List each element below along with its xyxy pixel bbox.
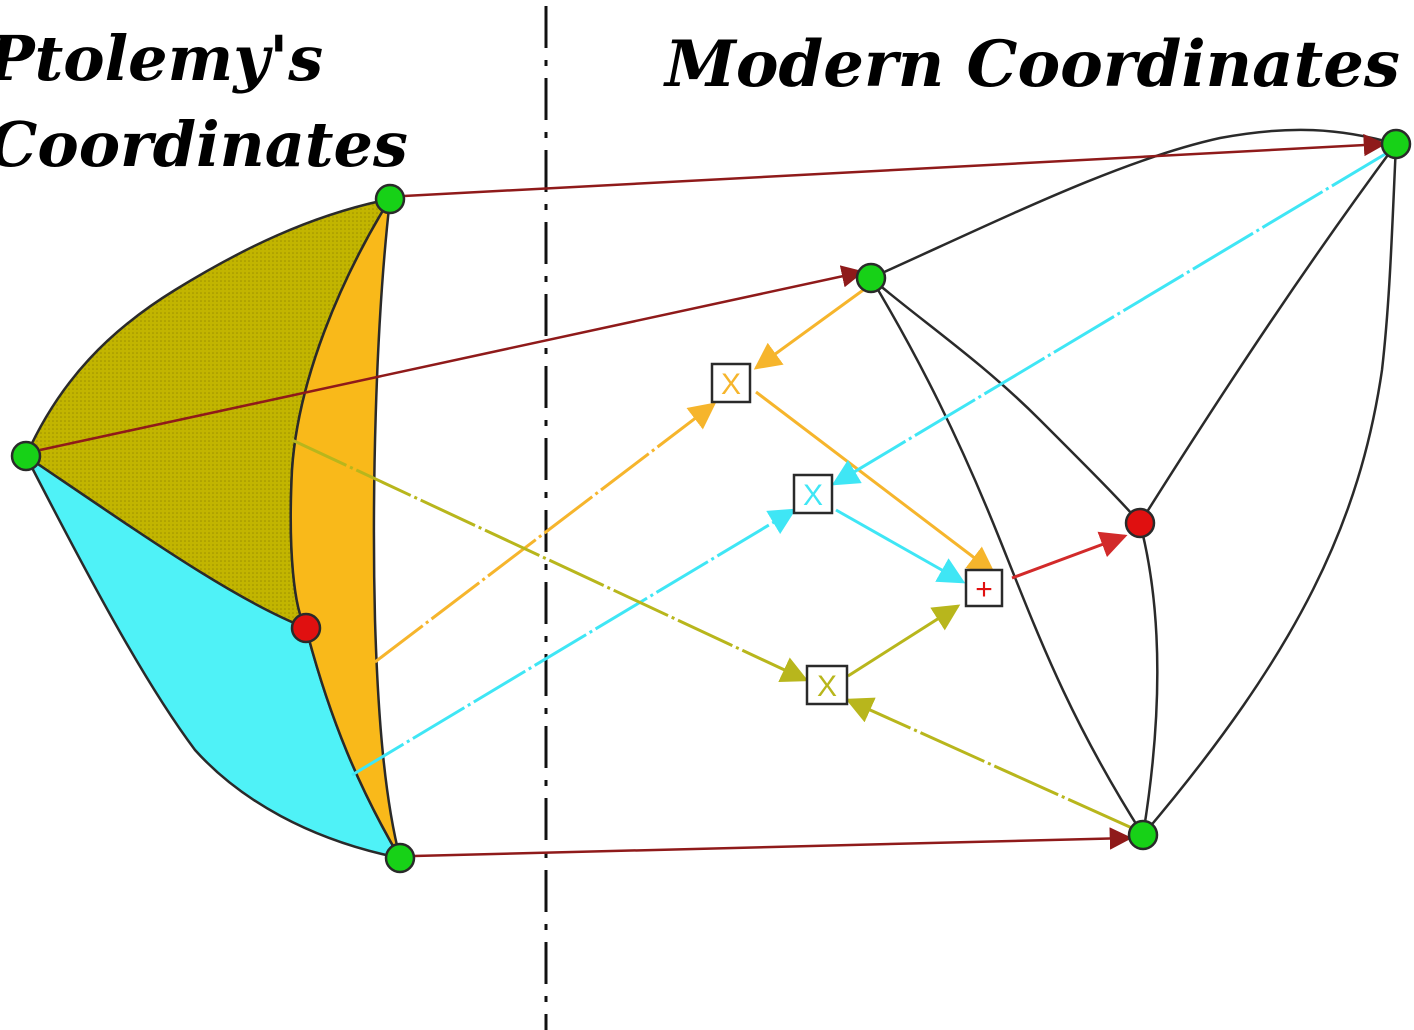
nodes [10, 128, 1412, 874]
cyan-arrow-to-plus [835, 508, 966, 584]
node-modern-red [1124, 507, 1156, 539]
olive-cross-glyph: X [817, 670, 837, 703]
orange-cross-marker: X [710, 362, 752, 404]
cyan-arrow-from-corner [831, 148, 1393, 486]
node-ptolemy-bottom [384, 842, 416, 874]
red-plus-glyph: + [975, 573, 993, 606]
node-ptolemy-left [10, 440, 42, 472]
olive-arrows [291, 438, 1133, 830]
node-ptolemy-top [374, 183, 406, 215]
ptolemy-region [24, 197, 403, 860]
outline-top-arc [870, 128, 1397, 280]
node-modern-bottom [1127, 819, 1159, 851]
arrow-left-corner [39, 265, 865, 452]
olive-arrow-to-plus [847, 604, 961, 678]
left-title-line2: Coordinates [0, 108, 408, 181]
olive-arrow-from-corner [845, 697, 1133, 830]
red-arrow-to-node [1011, 531, 1128, 580]
outline-right-edge [1142, 143, 1398, 836]
orange-region [289, 198, 402, 859]
node-modern-top-right [1380, 128, 1412, 160]
orange-arrow-from-corner [753, 286, 867, 370]
outline-left-edge [869, 277, 1145, 836]
outline-upper-middle [870, 277, 1141, 524]
orange-arrows [374, 286, 996, 664]
outline-inner-right [1138, 143, 1398, 524]
olive-cross-marker: X [805, 664, 849, 706]
olive-arrow-from-region [291, 438, 809, 682]
modern-outline [869, 128, 1398, 836]
node-modern-top-left [855, 262, 887, 294]
right-title: Modern Coordinates [663, 27, 1400, 102]
arrow-top-corner [403, 133, 1387, 198]
cyan-arrow-from-region [351, 508, 797, 777]
outline-lower-right [1138, 522, 1159, 836]
orange-arrow-from-region [374, 402, 717, 664]
correspondence-arrows [39, 133, 1387, 858]
cyan-arrows [351, 148, 1393, 777]
orange-arrow-to-plus [755, 390, 996, 574]
cyan-cross-marker: X [792, 473, 834, 515]
cyan-cross-glyph: X [803, 479, 823, 512]
arrow-bottom-corner [413, 827, 1133, 858]
left-title-line1: Ptolemy's [0, 22, 323, 95]
red-plus-marker: + [964, 568, 1004, 608]
orange-cross-glyph: X [721, 368, 741, 401]
node-ptolemy-red [290, 612, 322, 644]
